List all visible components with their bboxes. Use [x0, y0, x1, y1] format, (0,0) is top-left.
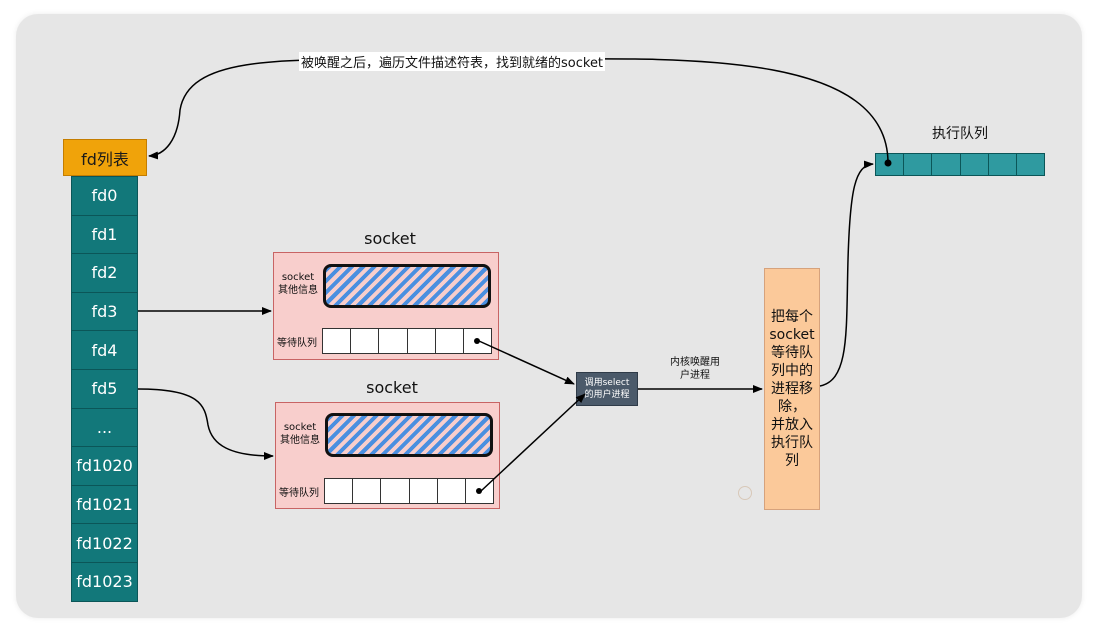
move-process-box: 把每个 socket 等待队 列中的 进程移 除， 并放入 执行队 列	[764, 268, 820, 510]
exec-queue-title: 执行队列	[932, 126, 988, 142]
fd-cell: fd3	[71, 291, 138, 332]
exec-queue-cell	[876, 154, 905, 175]
exec-queue-cell	[989, 154, 1017, 175]
socket-2-info: socket 其他信息	[280, 422, 320, 446]
queue-cell	[323, 329, 352, 353]
queue-cell	[353, 479, 382, 503]
exec-queue-cell	[904, 154, 933, 175]
diagram-canvas	[16, 14, 1082, 618]
exec-queue	[875, 153, 1045, 176]
fd-cell: fd1020	[71, 446, 138, 486]
socket-1-title: socket	[364, 229, 416, 248]
fd-cell: fd2	[71, 253, 138, 293]
fd5-to-socket2-arrow	[137, 388, 274, 460]
socket-1-wait-queue	[322, 328, 492, 354]
exec-queue-dot	[884, 159, 892, 167]
kernel-wake-label: 内核唤醒用 户进程	[670, 357, 720, 381]
wake-traverse-label: 被唤醒之后，遍历文件描述符表，找到就绪的socket	[299, 52, 606, 71]
queue-cell	[464, 329, 491, 353]
move-box-to-exec-queue-arrow	[819, 160, 874, 387]
socket-2-title: socket	[366, 378, 418, 397]
fd-cell: ...	[71, 407, 138, 448]
fd-cell: fd5	[71, 369, 138, 409]
socket-2-queue-label: 等待队列	[279, 488, 319, 499]
fd-cell: fd1021	[71, 484, 138, 525]
fd-cell: fd1	[71, 214, 138, 255]
queue-cell	[410, 479, 438, 503]
socket-1-queue-label: 等待队列	[277, 338, 317, 349]
fd-cell: fd4	[71, 330, 138, 370]
queue-cell	[351, 329, 380, 353]
fd-cell: fd1022	[71, 523, 138, 563]
queue-pointer-dot	[476, 488, 483, 494]
socket-1-info: socket 其他信息	[278, 272, 318, 296]
socket-2-wait-queue	[324, 478, 494, 504]
exec-queue-cell	[932, 154, 961, 175]
fd-table-header: fd列表	[63, 139, 147, 176]
wake-traverse-arrow	[148, 58, 889, 164]
queue-cell	[438, 479, 466, 503]
user-process-box: 调用select 的用户进程	[576, 372, 638, 406]
queue-cell	[408, 329, 436, 353]
watermark-icon	[738, 486, 752, 500]
socket-1-data-area	[323, 264, 491, 308]
socket-2-data-area	[325, 413, 493, 457]
queue-pointer-dot	[474, 338, 481, 344]
socket2-queue-to-process-arrow	[480, 393, 586, 492]
queue-cell	[466, 479, 493, 503]
fd-cell: fd1023	[71, 562, 138, 602]
socket1-queue-to-process-arrow	[478, 340, 575, 385]
queue-cell	[379, 329, 408, 353]
queue-cell	[381, 479, 410, 503]
exec-queue-cell	[961, 154, 989, 175]
queue-cell	[436, 329, 464, 353]
queue-cell	[325, 479, 354, 503]
